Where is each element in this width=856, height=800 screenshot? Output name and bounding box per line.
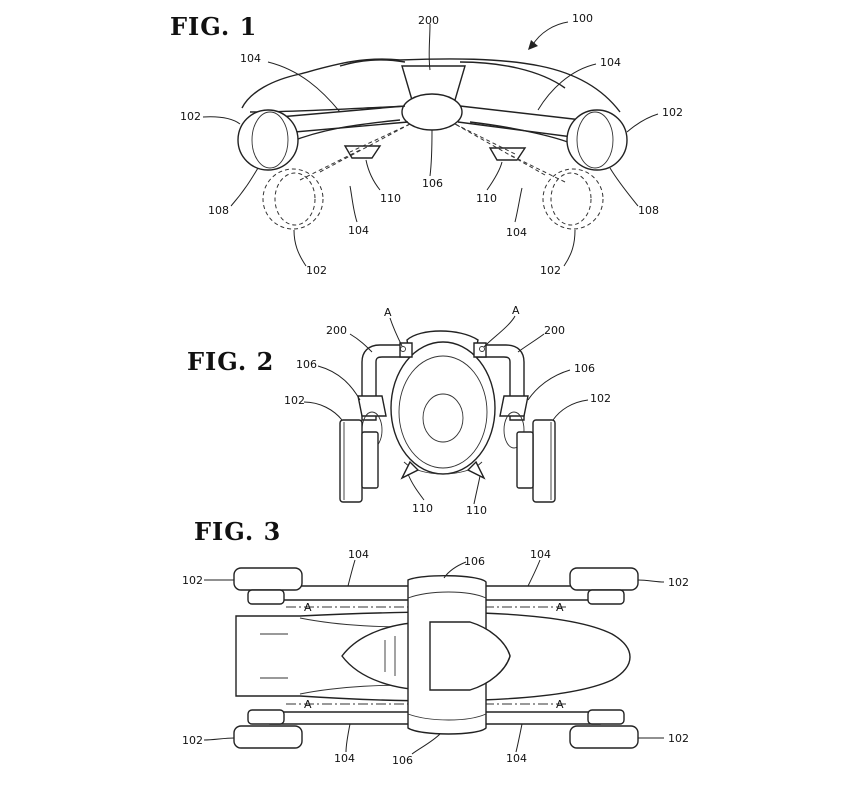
fig3-label-106-bottom: 106 bbox=[392, 754, 413, 767]
fig2-label-110-right: 110 bbox=[466, 504, 487, 517]
fig1-label-110-left: 110 bbox=[380, 192, 401, 205]
fig2-body bbox=[390, 341, 496, 475]
fig1-label-108-right: 108 bbox=[638, 204, 659, 217]
fig3-wheel-bottom-left bbox=[233, 725, 303, 749]
fig1-label-102-lower-left: 102 bbox=[306, 264, 327, 277]
fig3-drawing: 104 106 104 102 102 A A A A 102 102 104 … bbox=[182, 548, 689, 767]
fig3-label-102-top-right: 102 bbox=[668, 576, 689, 589]
fig3-label-104-top-right: 104 bbox=[530, 548, 551, 561]
fig3-wheel-bottom-right bbox=[569, 725, 639, 749]
fig3-label-A-top-left: A bbox=[304, 601, 312, 614]
fig3-wheel-top-right bbox=[569, 567, 639, 591]
fig2-wheel-left bbox=[339, 419, 363, 503]
fig3-label-102-top-left: 102 bbox=[182, 574, 203, 587]
fig2-title: FIG. 2 bbox=[187, 347, 275, 376]
fig1-label-104-lower-left: 104 bbox=[348, 224, 369, 237]
fig1-label-200: 200 bbox=[418, 14, 439, 27]
fig2-label-200-left: 200 bbox=[326, 324, 347, 337]
fig1-label-108-left: 108 bbox=[208, 204, 229, 217]
fig1-wheel-right bbox=[566, 109, 628, 171]
fig2-label-102-left: 102 bbox=[284, 394, 305, 407]
fig3-label-A-bottom-right: A bbox=[556, 698, 564, 711]
fig2-wheel-right bbox=[532, 419, 556, 503]
fig1-hub bbox=[401, 93, 463, 131]
fig2-label-A-right: A bbox=[512, 304, 520, 317]
fig1-label-106: 106 bbox=[422, 177, 443, 190]
fig1-label-104-left: 104 bbox=[240, 52, 261, 65]
fig3-label-104-bottom-left: 104 bbox=[334, 752, 355, 765]
fig3-label-102-bottom-right: 102 bbox=[668, 732, 689, 745]
fig1-label-110-right: 110 bbox=[476, 192, 497, 205]
fig2-label-102-right: 102 bbox=[590, 392, 611, 405]
fig3-label-104-bottom-right: 104 bbox=[506, 752, 527, 765]
fig2-label-106-right: 106 bbox=[574, 362, 595, 375]
fig3-label-104-top-left: 104 bbox=[348, 548, 369, 561]
fig1-wheel-left bbox=[237, 109, 299, 171]
fig2-drawing: A A 200 200 106 106 102 102 110 110 bbox=[284, 304, 611, 517]
fig2-label-A-left: A bbox=[384, 306, 392, 319]
fig1-label-102-right: 102 bbox=[662, 106, 683, 119]
fig1-label-102-lower-right: 102 bbox=[540, 264, 561, 277]
fig1-label-100: 100 bbox=[572, 12, 593, 25]
fig3-label-A-top-right: A bbox=[556, 601, 564, 614]
fig2-label-110-left: 110 bbox=[412, 502, 433, 515]
fig1-drawing: 100 200 104 104 102 102 108 108 106 110 … bbox=[180, 12, 683, 277]
fig1-label-104-right: 104 bbox=[600, 56, 621, 69]
fig1-label-102-left: 102 bbox=[180, 110, 201, 123]
fig3-label-106-top: 106 bbox=[464, 555, 485, 568]
fig2-label-106-left: 106 bbox=[296, 358, 317, 371]
fig1-label-104-lower-right: 104 bbox=[506, 226, 527, 239]
fig3-wheel-top-left bbox=[233, 567, 303, 591]
fig3-label-102-bottom-left: 102 bbox=[182, 734, 203, 747]
fig3-label-A-bottom-left: A bbox=[304, 698, 312, 711]
fig3-title: FIG. 3 bbox=[194, 517, 282, 546]
fig2-label-200-right: 200 bbox=[544, 324, 565, 337]
fig1-title: FIG. 1 bbox=[170, 12, 258, 41]
